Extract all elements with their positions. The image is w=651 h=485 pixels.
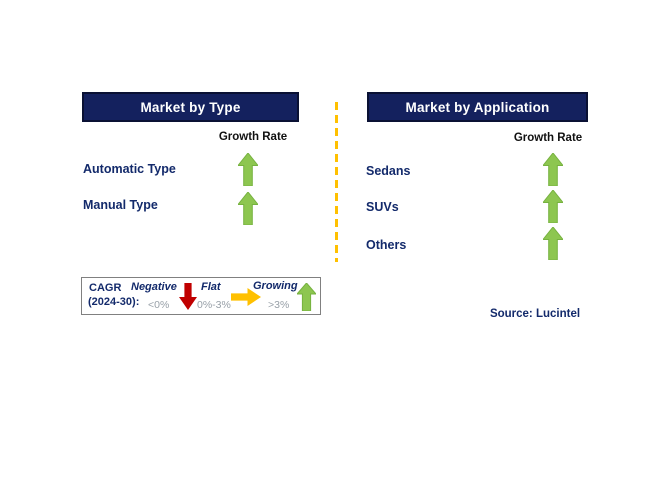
panel-application-title: Market by Application	[405, 99, 550, 115]
down-arrow-icon	[179, 283, 197, 310]
growth-rate-label-application: Growth Rate	[513, 132, 583, 144]
growth-up-arrow-icon	[543, 153, 563, 186]
growth-up-arrow-icon	[238, 153, 258, 186]
legend-title-period: (2024-30):	[88, 296, 140, 308]
divider-dashed-line	[335, 102, 338, 262]
panel-type-title: Market by Type	[140, 99, 241, 115]
panel-application-header: Market by Application	[367, 92, 588, 122]
segment-label-others: Others	[366, 238, 407, 252]
panel-type-header: Market by Type	[82, 92, 299, 122]
growth-up-arrow-icon	[543, 190, 563, 223]
right-arrow-icon	[231, 288, 261, 306]
segment-label-manual-type: Manual Type	[83, 198, 158, 212]
segment-label-sedans: Sedans	[366, 164, 411, 178]
source-text: Source: Lucintel	[489, 308, 581, 320]
legend-range-growing: >3%	[268, 299, 290, 311]
legend-label-growing: Growing	[253, 280, 298, 292]
segment-label-automatic-type: Automatic Type	[83, 162, 176, 176]
legend-label-negative: Negative	[131, 281, 177, 293]
growth-up-arrow-icon	[543, 227, 563, 260]
legend-range-flat: 0%-3%	[197, 299, 231, 311]
segment-label-suvs: SUVs	[366, 200, 399, 214]
legend-label-flat: Flat	[201, 281, 221, 293]
growth-up-arrow-icon	[238, 192, 258, 225]
up-arrow-icon	[297, 283, 316, 311]
cagr-legend-box: CAGR (2024-30): Negative <0% Flat 0%-3% …	[81, 277, 321, 315]
legend-title-cagr: CAGR	[89, 282, 122, 294]
growth-rate-label-type: Growth Rate	[218, 131, 288, 143]
legend-range-negative: <0%	[148, 299, 170, 311]
